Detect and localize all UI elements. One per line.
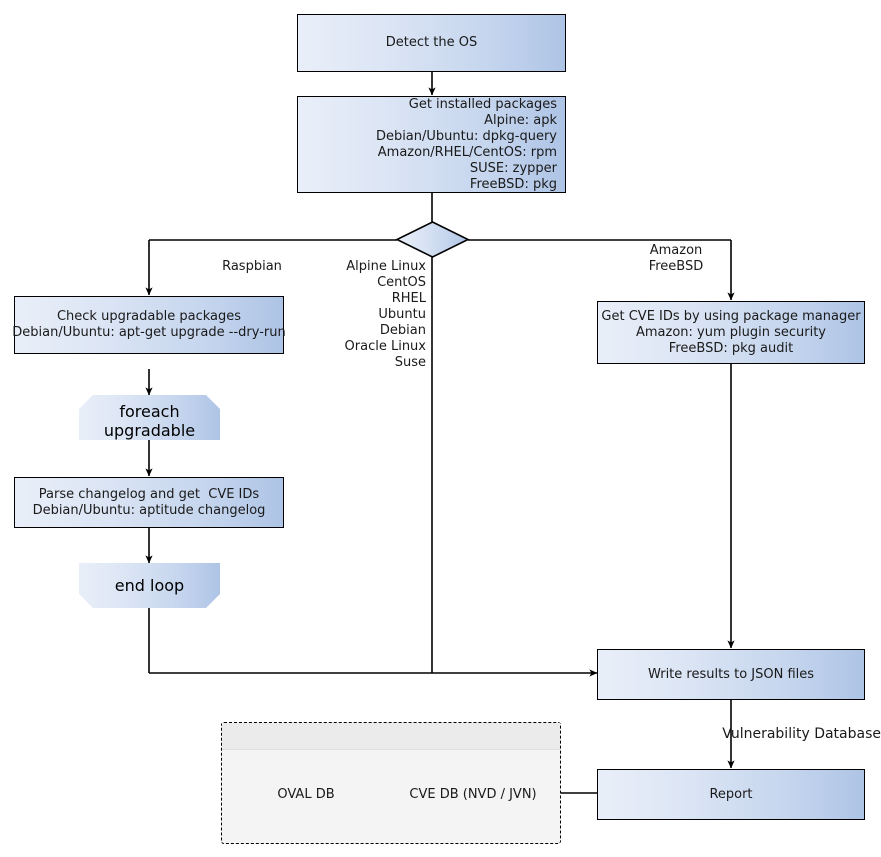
node-report[interactable]: Report [597,769,865,820]
node-end-loop[interactable]: end loop [79,563,220,608]
node-get-installed-packages-label: Get installed packages Alpine: apk Debia… [375,96,557,192]
node-foreach-loop-start[interactable]: foreach upgradable packages [79,395,220,440]
os-decision-diamond [395,221,470,258]
node-get-installed-packages[interactable]: Get installed packages Alpine: apk Debia… [297,96,566,193]
vulnerability-database-group [221,722,561,844]
node-write-results[interactable]: Write results to JSON files [597,649,865,700]
node-report-label: Report [709,786,753,802]
edge-label-right-os-list: Amazon FreeBSD [648,243,704,274]
node-get-cve-ids[interactable]: Get CVE IDs by using package manager Ama… [597,301,865,364]
node-detect-os-label: Detect the OS [385,35,478,50]
node-check-upgradable-packages-label: Check upgradable packages Debian/Ubuntu:… [12,309,286,340]
oval-db-label: OVAL DB [277,787,335,802]
node-parse-changelog-label: Parse changelog and get CVE IDs Debian/U… [32,486,266,518]
edge-label-raspbian: Raspbian [222,259,282,274]
edge-label-middle-os-list: Alpine Linux CentOS RHEL Ubuntu Debian O… [344,259,426,370]
node-get-cve-ids-label: Get CVE IDs by using package manager Ama… [601,308,861,356]
node-write-results-label: Write results to JSON files [647,666,815,682]
node-parse-changelog[interactable]: Parse changelog and get CVE IDs Debian/U… [14,477,284,528]
node-detect-os[interactable]: Detect the OS [297,14,566,72]
cve-db-label: CVE DB (NVD / JVN) [409,787,537,802]
vulnerability-database-group-header [222,723,560,750]
vulnerability-database-title: Vulnerability Database [722,726,881,742]
node-check-upgradable-packages[interactable]: Check upgradable packages Debian/Ubuntu:… [12,296,286,354]
node-end-loop-label: end loop [114,576,185,595]
node-foreach-loop-start-label: foreach upgradable packages [103,402,196,459]
